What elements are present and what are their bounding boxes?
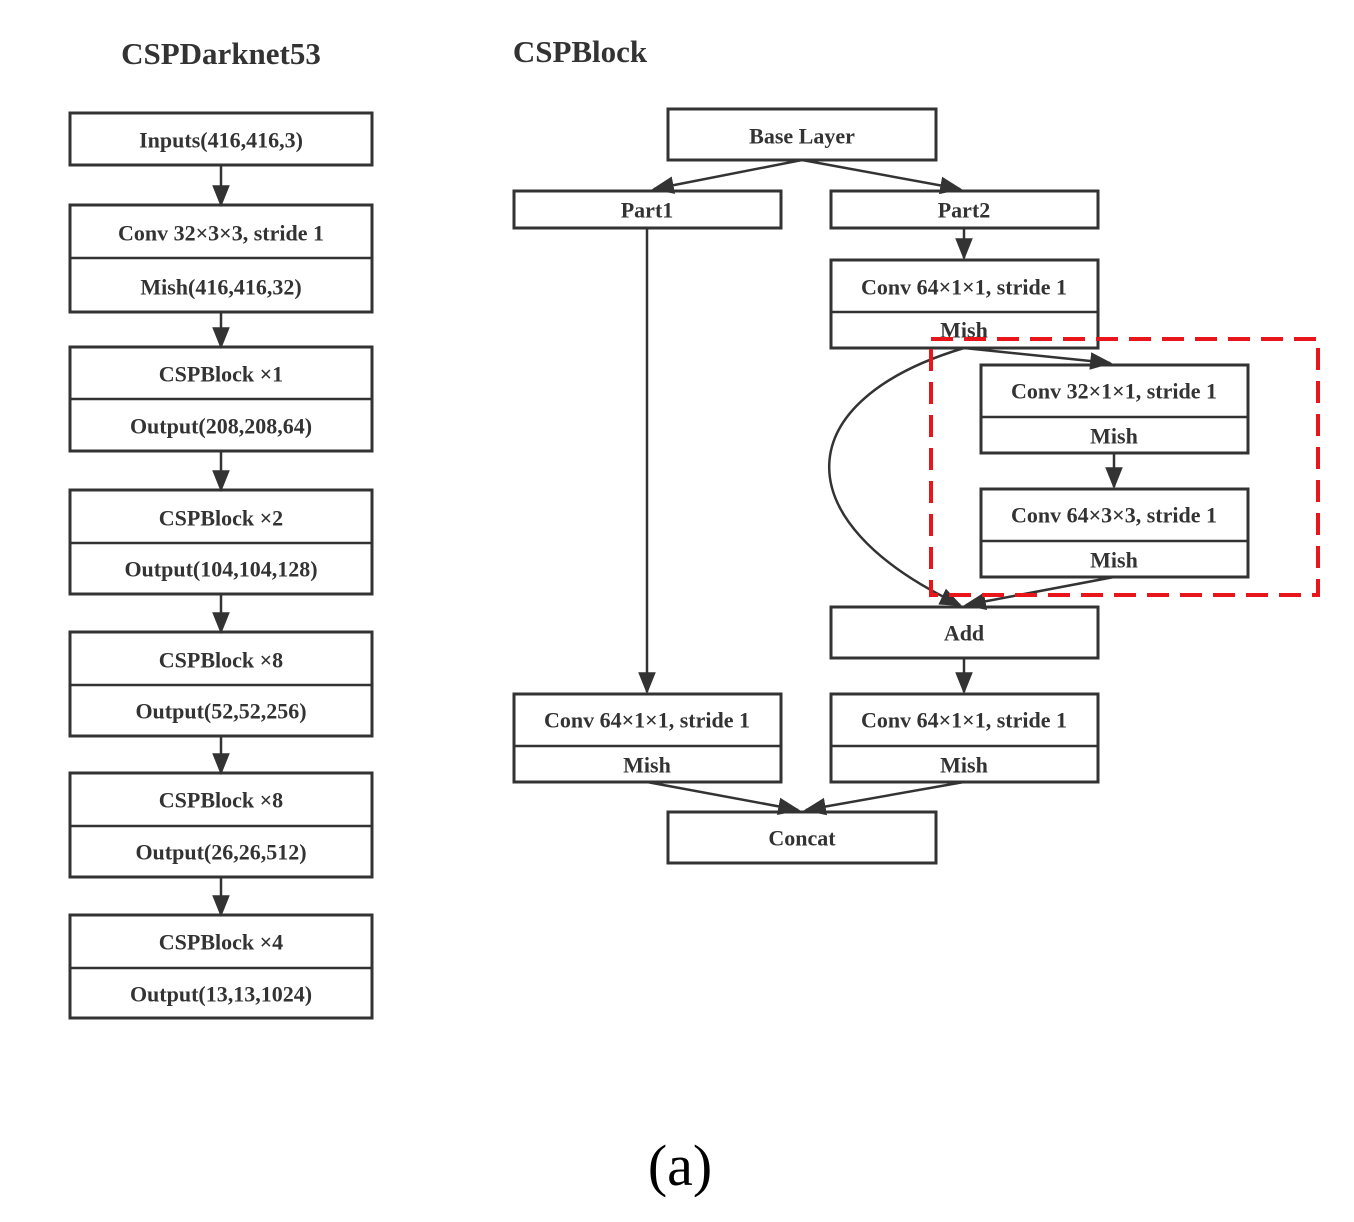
concat-label: Concat <box>768 826 836 851</box>
part1-conv-node: Conv 64×1×1, stride 1 Mish <box>512 692 783 784</box>
part1-conv-label: Conv 64×1×1, stride 1 <box>544 708 750 733</box>
part1-label: Part1 <box>621 198 674 223</box>
cspblock-x4-output: Output(13,13,1024) <box>130 982 312 1007</box>
cspblock-x4-node: CSPBlock ×4 Output(13,13,1024) <box>68 913 374 1020</box>
post-add-conv-node: Conv 64×1×1, stride 1 Mish <box>829 692 1100 784</box>
cspdarknet53-title: CSPDarknet53 <box>121 36 321 71</box>
cspblock-x2-output: Output(104,104,128) <box>124 557 317 582</box>
cspblock-x1-label: CSPBlock ×1 <box>159 362 283 387</box>
inputs-node: Inputs(416,416,3) <box>68 111 374 167</box>
concat-node: Concat <box>666 810 938 865</box>
cspblock-x8-second-label: CSPBlock ×8 <box>159 788 283 813</box>
edge-post-add-conv-to-concat <box>803 780 965 816</box>
part2-label: Part2 <box>938 198 991 223</box>
post-add-conv-label: Conv 64×1×1, stride 1 <box>861 708 1067 733</box>
edge-base-to-part1 <box>651 158 803 194</box>
cspblock-x8-label: CSPBlock ×8 <box>159 648 283 673</box>
figure-caption: (a) <box>648 1133 712 1198</box>
part2-conv-node: Conv 64×1×1, stride 1 Mish <box>829 258 1100 350</box>
cspblock-x8-second-node: CSPBlock ×8 Output(26,26,512) <box>68 771 374 879</box>
cspblock-title: CSPBlock <box>513 34 648 69</box>
stem-conv-node: Conv 32×3×3, stride 1 Mish(416,416,32) <box>68 203 374 314</box>
edge-part1-conv-to-concat <box>646 780 801 816</box>
stem-conv-label: Conv 32×3×3, stride 1 <box>118 221 324 246</box>
stem-mish-label: Mish(416,416,32) <box>140 275 301 300</box>
cspblock-x8-node: CSPBlock ×8 Output(52,52,256) <box>68 630 374 738</box>
add-label: Add <box>944 621 984 646</box>
post-add-mish-label: Mish <box>940 753 988 778</box>
edge-mish-to-residual <box>963 346 1113 370</box>
residual-conv1-label: Conv 32×1×1, stride 1 <box>1011 379 1217 404</box>
inputs-label: Inputs(416,416,3) <box>139 128 303 153</box>
part1-node: Part1 <box>512 189 783 230</box>
residual-highlight-box <box>929 337 1320 597</box>
cspblock-x8-output: Output(52,52,256) <box>135 699 306 724</box>
cspblock-x2-label: CSPBlock ×2 <box>159 506 283 531</box>
cspblock-x4-label: CSPBlock ×4 <box>159 930 283 955</box>
residual-conv2-node: Conv 64×3×3, stride 1 Mish <box>979 487 1250 579</box>
edge-residual-to-add <box>963 575 1115 610</box>
part2-conv-label: Conv 64×1×1, stride 1 <box>861 275 1067 300</box>
cspblock-x8-second-output: Output(26,26,512) <box>135 840 306 865</box>
edge-shortcut-to-add <box>828 346 965 607</box>
add-node: Add <box>829 605 1100 660</box>
residual-conv1-node: Conv 32×1×1, stride 1 Mish <box>979 363 1250 455</box>
part2-node: Part2 <box>829 189 1100 230</box>
cspblock-x1-node: CSPBlock ×1 Output(208,208,64) <box>68 345 374 453</box>
residual-conv2-label: Conv 64×3×3, stride 1 <box>1011 503 1217 528</box>
base-layer-node: Base Layer <box>666 107 938 162</box>
part1-mish-label: Mish <box>623 753 671 778</box>
edge-base-to-part2 <box>801 158 963 195</box>
residual-conv2-mish-label: Mish <box>1090 548 1138 573</box>
residual-conv1-mish-label: Mish <box>1090 424 1138 449</box>
base-layer-label: Base Layer <box>749 124 855 149</box>
cspblock-x2-node: CSPBlock ×2 Output(104,104,128) <box>68 488 374 596</box>
cspblock-x1-output: Output(208,208,64) <box>130 414 312 439</box>
